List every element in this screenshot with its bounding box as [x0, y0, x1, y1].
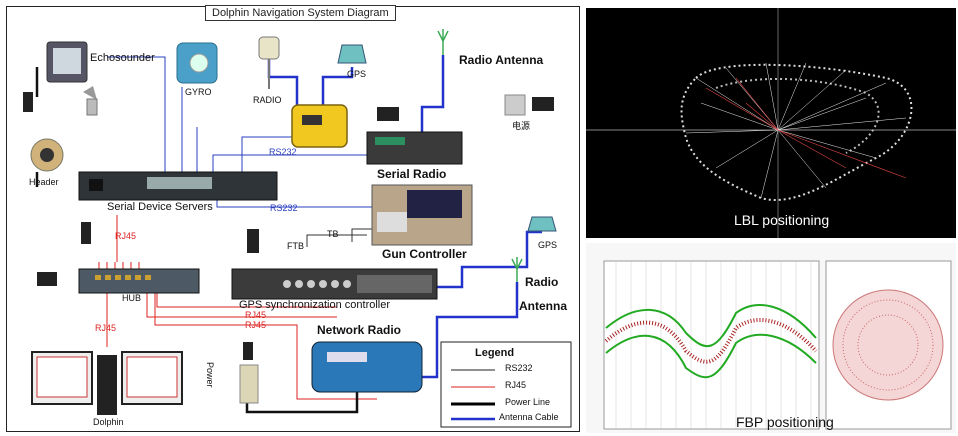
gps-right-label: GPS — [538, 240, 558, 250]
gyro-label: GYRO — [185, 87, 212, 97]
system-diagram: Dolphin Navigation System Diagram Echoso… — [6, 5, 580, 432]
echosounder-label: Echosounder — [90, 52, 155, 64]
lbl-caption: LBL positioning — [734, 212, 830, 228]
radio-antenna-right-label-2: Antenna — [519, 299, 567, 313]
power-cn-label: 电源 — [512, 121, 531, 131]
gun-controller-label: Gun Controller — [382, 247, 467, 261]
power-label: Power — [205, 362, 215, 388]
rs232-label-a: RS232 — [269, 147, 297, 157]
gun-controller-device — [371, 184, 473, 246]
legend-item-antenna-cable: Antenna Cable — [499, 412, 559, 422]
tb-label: TB — [327, 229, 339, 239]
gyro-device — [176, 42, 218, 84]
lbl-positioning-panel: LBL positioning — [586, 8, 956, 238]
gps-sync-label: GPS synchronization controller — [239, 299, 391, 311]
legend-item-power-line: Power Line — [505, 397, 551, 407]
rj45-label-b: RJ45 — [95, 323, 117, 333]
ftb-label: FTB — [287, 241, 304, 251]
legend-title: Legend — [475, 347, 515, 359]
serial-device-servers-label: Serial Device Servers — [107, 201, 213, 213]
legend-item-rs232: RS232 — [505, 363, 533, 373]
hub-label: HUB — [122, 293, 142, 303]
network-radio-label: Network Radio — [317, 323, 402, 337]
radio-label: RADIO — [253, 95, 282, 105]
dolphin-label: Dolphin — [93, 417, 124, 427]
rj45-label-c: RJ45 — [245, 310, 267, 320]
legend-item-rj45: RJ45 — [505, 380, 527, 390]
diagram-connections — [23, 29, 572, 428]
radio-antenna-right-label-1: Radio — [525, 275, 559, 289]
diagram-title: Dolphin Navigation System Diagram — [205, 5, 396, 21]
echosounder-device — [46, 41, 98, 116]
fbp-positioning-panel: FBP positioning — [586, 243, 956, 433]
header-label: Header — [29, 177, 59, 187]
rj45-label-a: RJ45 — [115, 231, 137, 241]
rj45-label-d: RJ45 — [245, 320, 267, 330]
radio-antenna-top-label: Radio Antenna — [459, 53, 544, 67]
navigation-unit — [291, 104, 348, 148]
serial-radio-label: Serial Radio — [377, 167, 447, 181]
legend-box — [440, 341, 572, 428]
lbl-plot — [586, 8, 956, 238]
rs232-label-b: RS232 — [270, 203, 298, 213]
fbp-plot — [586, 243, 956, 433]
fbp-caption: FBP positioning — [736, 414, 834, 430]
gps-top-label: GPS — [347, 69, 367, 79]
